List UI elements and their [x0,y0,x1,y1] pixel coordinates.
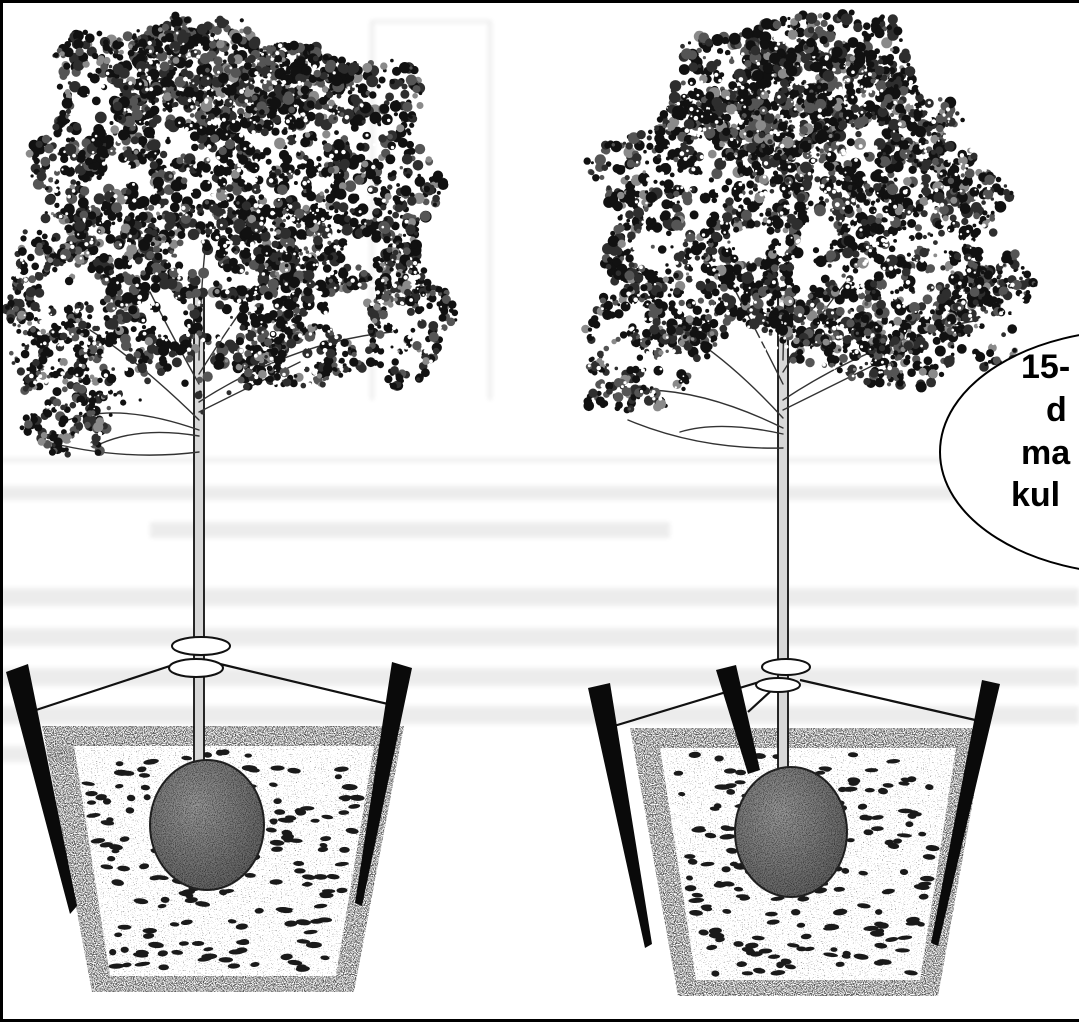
callout-line-1: 15- [1021,348,1070,386]
callout-line-4: kul [1011,476,1060,514]
callout-line-3: ma [1021,434,1071,472]
tree-right-root-ball [735,767,847,897]
tree-left-trunk [194,290,204,770]
tree-left-root-ball [150,760,264,890]
tree-right-trunk [778,290,788,775]
callout-line-2: d [1046,391,1067,429]
